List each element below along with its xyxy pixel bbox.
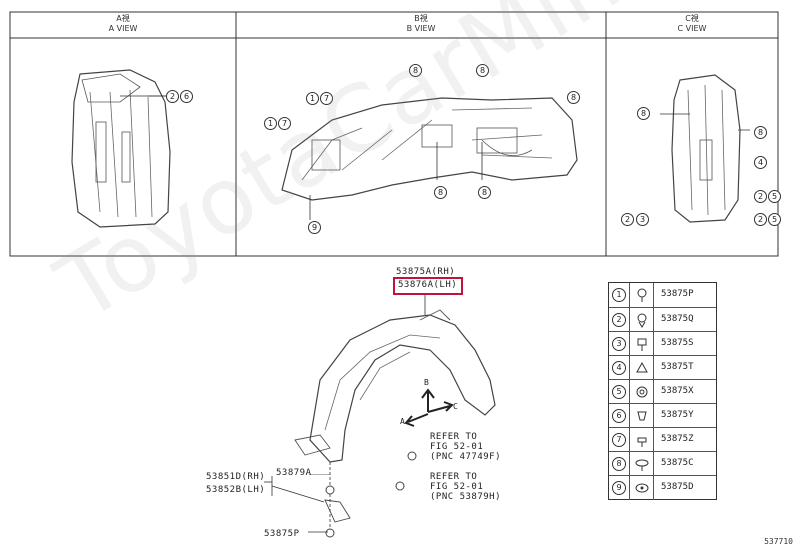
legend-number: 6	[612, 409, 626, 423]
part-53879a-label: 53879A	[276, 468, 312, 478]
view-a-title-en: A VIEW	[108, 24, 138, 33]
refer-note-1: REFER TO FIG 52-01 (PNC 47749F)	[430, 432, 501, 462]
view-c-callout-4: 4	[754, 156, 767, 169]
legend-row: 6 53875Y	[609, 403, 716, 428]
view-b-callout-8a: 8	[409, 64, 422, 77]
view-b-callout-1b: 1	[306, 92, 319, 105]
legend-row: 1 53875P	[609, 283, 716, 307]
view-a-callout-2: 2	[166, 90, 179, 103]
main-liner-drawing	[294, 295, 496, 538]
legend-row: 7 53875Z	[609, 427, 716, 452]
diagram-id: 537710	[764, 537, 793, 546]
fastener-icon	[635, 459, 649, 471]
legend-number: 3	[612, 337, 626, 351]
legend-row: 3 53875S	[609, 331, 716, 356]
view-c-callout-2a: 2	[754, 190, 767, 203]
legend-row: 8 53875C	[609, 451, 716, 476]
part-53876a-lh-label[interactable]: 53876A(LH)	[398, 280, 458, 290]
view-c-title-en: C VIEW	[677, 24, 707, 33]
part-53851d-label: 53851D(RH)	[206, 472, 266, 482]
legend-number: 8	[612, 457, 626, 471]
view-a-liner-drawing	[71, 69, 171, 228]
fastener-icon	[637, 313, 647, 328]
view-b-callout-8c: 8	[567, 91, 580, 104]
legend-part-number: 53875C	[661, 458, 694, 468]
view-b-callout-9: 9	[308, 221, 321, 234]
legend-number: 1	[612, 288, 626, 302]
legend-part-number: 53875S	[661, 338, 694, 348]
legend-part-number: 53875T	[661, 362, 694, 372]
legend-part-number: 53875Y	[661, 410, 694, 420]
part-53876a-highlight[interactable]	[393, 277, 463, 295]
view-c-title: C視 C VIEW	[606, 14, 778, 34]
legend-number: 4	[612, 361, 626, 375]
view-c-callout-3: 3	[636, 213, 649, 226]
arrow-c-label: C	[453, 402, 459, 411]
legend-row: 4 53875T	[609, 355, 716, 380]
view-c-callout-5a: 5	[768, 190, 781, 203]
legend-row: 9 53875D	[609, 475, 716, 500]
refer-note-1-line2: FIG 52-01	[430, 442, 484, 452]
part-53852b-label: 53852B(LH)	[206, 485, 266, 495]
fastener-icon	[637, 437, 647, 447]
refer-note-2-line2: FIG 52-01	[430, 482, 484, 492]
fastener-icon	[636, 386, 648, 398]
legend-number: 2	[612, 313, 626, 327]
view-b-callout-1a: 1	[264, 117, 277, 130]
fastener-legend-table: 1 53875P 2 53875Q 3 53875S 4 53875T 5 53…	[608, 282, 717, 500]
refer-note-1-line1: REFER TO	[430, 432, 478, 442]
view-c-liner-drawing	[660, 74, 750, 223]
legend-part-number: 53875P	[661, 289, 694, 299]
view-b-callout-7b: 7	[320, 92, 333, 105]
legend-row: 2 53875Q	[609, 307, 716, 332]
view-c-callout-8b: 8	[754, 126, 767, 139]
legend-part-number: 53875Z	[661, 434, 694, 444]
view-b-liner-drawing	[281, 97, 578, 220]
fastener-icon	[637, 288, 647, 302]
arrow-b-label: B	[424, 378, 430, 387]
view-a-title: A視 A VIEW	[10, 14, 236, 34]
legend-number: 5	[612, 385, 626, 399]
view-c-callout-2b: 2	[621, 213, 634, 226]
refer-note-2-line3: (PNC 53879H)	[430, 492, 502, 502]
legend-number: 7	[612, 433, 626, 447]
fastener-icon	[635, 483, 649, 493]
legend-part-number: 53875X	[661, 386, 694, 396]
view-b-title-en: B VIEW	[406, 24, 436, 33]
legend-part-number: 53875Q	[661, 314, 694, 324]
fastener-icon	[637, 411, 647, 421]
view-b-callout-8e: 8	[478, 186, 491, 199]
view-c-callout-5b: 5	[768, 213, 781, 226]
legend-row: 5 53875X	[609, 379, 716, 404]
view-a-leader	[120, 95, 166, 97]
refer-note-2: REFER TO FIG 52-01 (PNC 53879H)	[430, 472, 501, 502]
part-53875p-label: 53875P	[264, 529, 300, 539]
view-b-title-jp: B視	[414, 14, 428, 23]
view-c-title-jp: C視	[685, 14, 699, 23]
fastener-icon	[637, 338, 647, 351]
legend-part-number: 53875D	[661, 482, 694, 492]
view-a-callout-6: 6	[180, 90, 193, 103]
view-b-title: B視 B VIEW	[236, 14, 606, 34]
view-c-callout-2c: 2	[754, 213, 767, 226]
view-b-callout-7a: 7	[278, 117, 291, 130]
fastener-icon	[636, 361, 648, 373]
view-b-callout-8d: 8	[434, 186, 447, 199]
arrow-a-label: A	[400, 417, 406, 426]
view-b-callout-8b: 8	[476, 64, 489, 77]
part-53875a-rh-label: 53875A(RH)	[396, 267, 456, 277]
view-a-title-jp: A視	[116, 14, 130, 23]
refer-note-2-line1: REFER TO	[430, 472, 478, 482]
main-leader-lines	[264, 474, 330, 533]
legend-number: 9	[612, 481, 626, 495]
refer-note-1-line3: (PNC 47749F)	[430, 452, 502, 462]
view-c-callout-8a: 8	[637, 107, 650, 120]
